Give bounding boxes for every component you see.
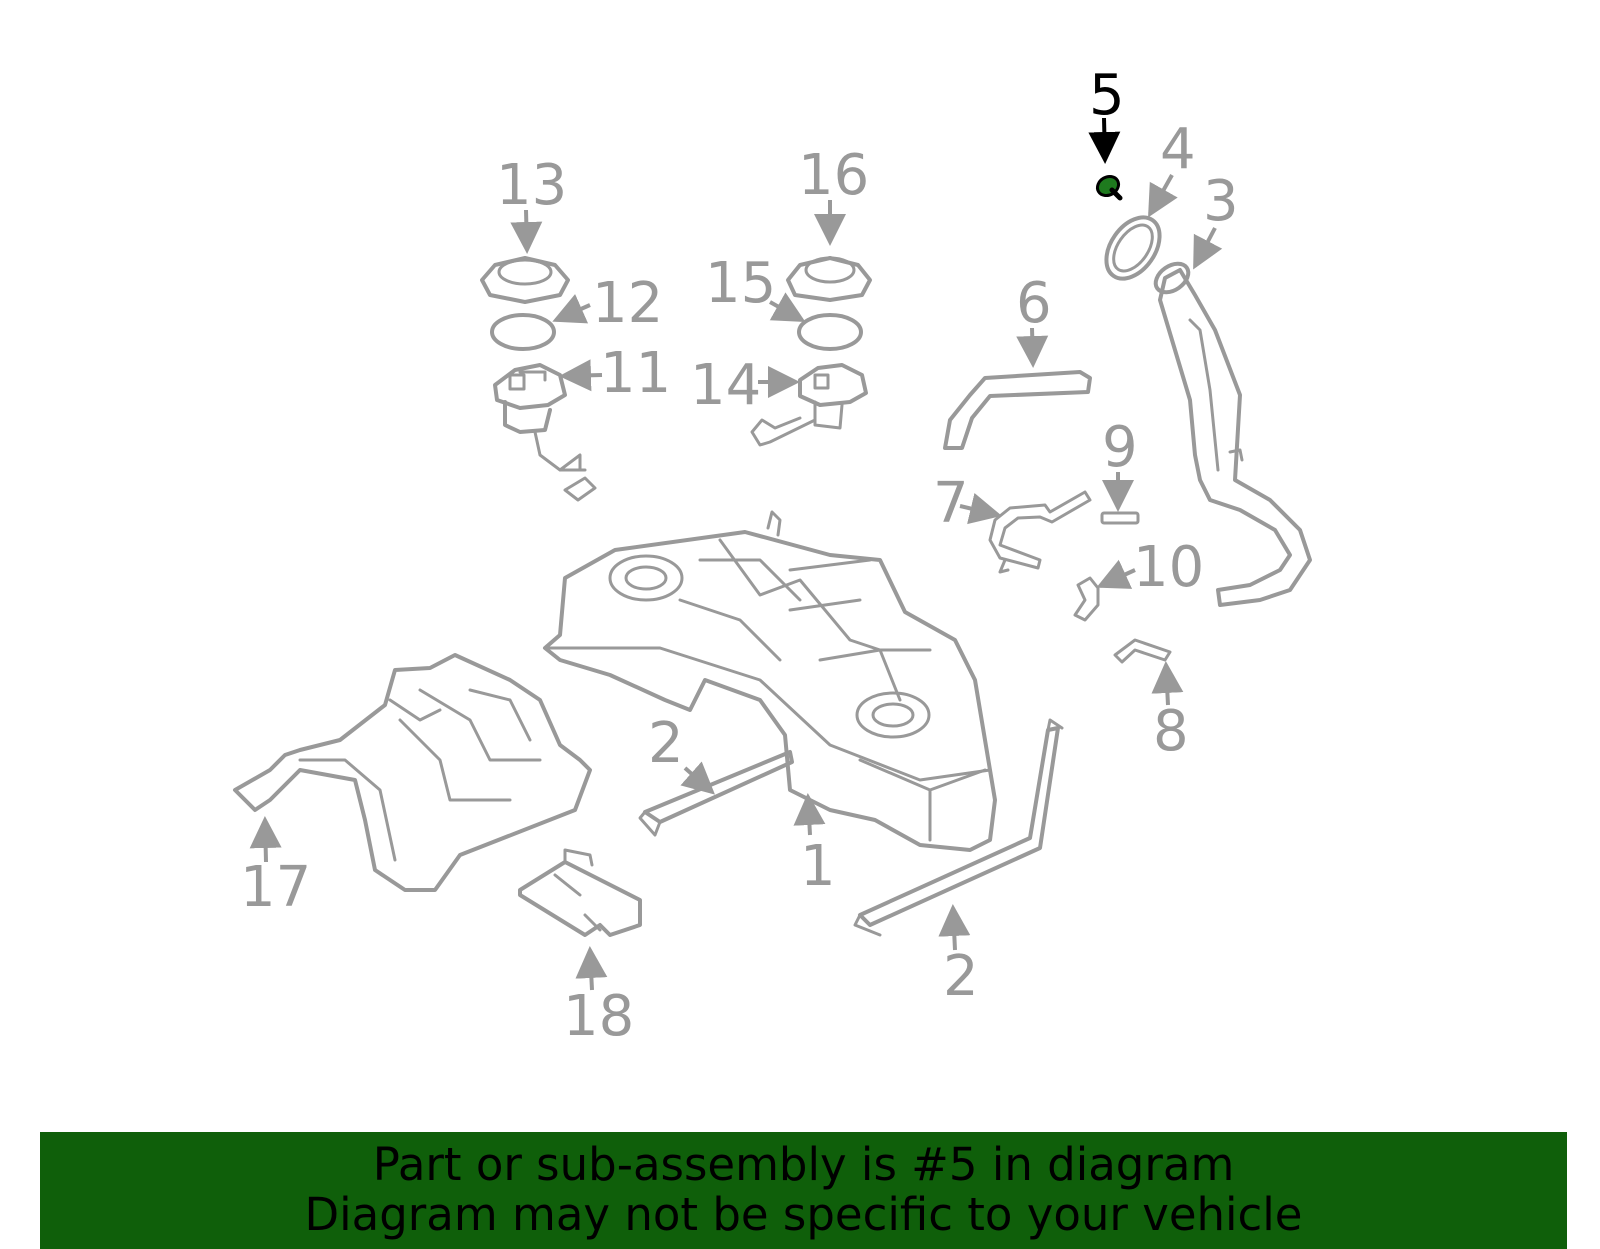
callout-2-lower: 2 bbox=[943, 944, 979, 1009]
callout-10: 10 bbox=[1133, 535, 1204, 600]
leader-2a bbox=[680, 761, 715, 795]
leader-1 bbox=[793, 793, 826, 836]
fuel-pump-part-11 bbox=[493, 363, 597, 502]
leader-17 bbox=[249, 816, 282, 863]
callout-7: 7 bbox=[933, 471, 969, 536]
leader-11 bbox=[559, 359, 603, 392]
callout-6: 6 bbox=[1016, 271, 1052, 336]
vent-tube-part-7 bbox=[988, 490, 1092, 574]
callout-13: 13 bbox=[496, 153, 567, 218]
o-ring-part-15 bbox=[797, 313, 863, 351]
leader-10 bbox=[1096, 559, 1136, 589]
bracket-part-18 bbox=[518, 848, 642, 937]
callout-labels: 1 2 2 3 4 5 6 7 8 9 10 11 12 13 14 15 16… bbox=[240, 63, 1239, 1049]
info-banner: Part or sub-assembly is #5 in diagram Di… bbox=[40, 1132, 1567, 1249]
leader-7 bbox=[959, 492, 1002, 525]
leader-lines bbox=[249, 117, 1223, 991]
banner-line-disclaimer: Diagram may not be specific to your vehi… bbox=[304, 1188, 1303, 1241]
vent-hose-part-6 bbox=[943, 370, 1092, 450]
banner-line-part: Part or sub-assembly is #5 in diagram bbox=[372, 1138, 1235, 1191]
callout-1: 1 bbox=[800, 834, 836, 899]
filler-ring-part-4 bbox=[1104, 215, 1162, 281]
callout-14: 14 bbox=[690, 353, 761, 418]
fuel-tank-part-1 bbox=[543, 510, 997, 852]
callout-15: 15 bbox=[705, 251, 776, 316]
o-ring-part-12 bbox=[490, 313, 556, 351]
callout-8: 8 bbox=[1153, 699, 1189, 764]
leader-18 bbox=[575, 946, 608, 991]
connector-part-10 bbox=[1073, 576, 1100, 622]
leader-4 bbox=[1148, 174, 1178, 218]
callout-5: 5 bbox=[1089, 63, 1125, 128]
fuel-level-sender-part-14 bbox=[750, 363, 868, 447]
callout-2-upper: 2 bbox=[648, 711, 684, 776]
leader-2b bbox=[938, 904, 971, 951]
callout-11: 11 bbox=[600, 341, 671, 406]
filler-neck-part-3 bbox=[1153, 261, 1312, 607]
leader-3 bbox=[1193, 227, 1223, 270]
callout-3: 3 bbox=[1203, 169, 1239, 234]
heat-shield-part-17 bbox=[233, 653, 592, 892]
callout-4: 4 bbox=[1160, 117, 1196, 182]
parts-diagram: 1 2 2 3 4 5 6 7 8 9 10 11 12 13 14 15 16… bbox=[233, 63, 1312, 1049]
screw-part-5-highlighted bbox=[1095, 174, 1123, 201]
leader-5 bbox=[1088, 117, 1121, 164]
callout-18: 18 bbox=[563, 984, 634, 1049]
leader-12 bbox=[552, 294, 591, 324]
leader-15 bbox=[769, 292, 806, 322]
clip-part-9 bbox=[1100, 511, 1140, 525]
leader-6 bbox=[1016, 327, 1049, 368]
tank-strap-part-2-lower bbox=[853, 718, 1064, 937]
callout-17: 17 bbox=[240, 855, 311, 920]
leader-8 bbox=[1151, 661, 1184, 706]
lock-ring-part-13 bbox=[480, 256, 570, 304]
callout-16: 16 bbox=[798, 143, 869, 208]
tank-strap-part-2-upper bbox=[638, 750, 794, 837]
lock-ring-part-16 bbox=[786, 256, 872, 302]
callout-9: 9 bbox=[1102, 415, 1138, 480]
hose-part-8 bbox=[1113, 638, 1172, 664]
leader-13 bbox=[510, 209, 543, 254]
callout-12: 12 bbox=[592, 271, 663, 336]
